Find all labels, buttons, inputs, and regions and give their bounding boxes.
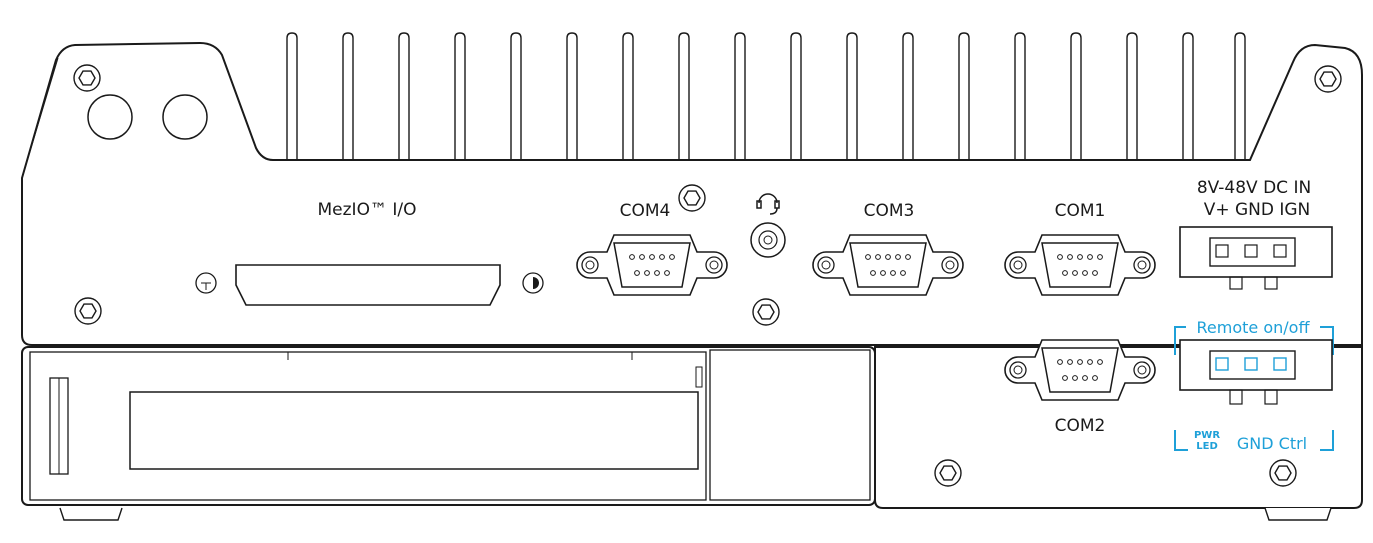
heatsink-fin [902,32,914,162]
remote-pwr-label: PWR [1194,430,1220,441]
heatsink-fin [790,32,802,162]
mezio-connector[interactable] [195,264,544,306]
heatsink-fin [398,32,410,162]
heatsink-fin [622,32,634,162]
antenna-hole-1 [87,94,133,140]
remote-pin-labels: GND Ctrl [1237,434,1307,453]
heatsink-fin [510,32,522,162]
com1-label: COM1 [1055,201,1106,221]
screw-icon [752,298,780,326]
expansion-bay [21,346,876,506]
heatsink-fin [1070,32,1082,162]
screw-icon [934,459,962,487]
heatsink-fin [1014,32,1026,162]
heatsink-fin [958,32,970,162]
chassis-feet [59,507,1332,521]
remote-on-off-bracket [1174,326,1334,451]
heatsink-fins [286,32,1246,162]
heatsink-fin [734,32,746,162]
heatsink-fin [454,32,466,162]
com3-label: COM3 [864,201,915,221]
heatsink-fin [1126,32,1138,162]
heatsink-fin [342,32,354,162]
audio-jack[interactable] [750,222,786,258]
com2-label: COM2 [1055,416,1106,436]
com4-label: COM4 [620,201,671,221]
screw-icon [74,297,102,325]
heatsink-fin [1182,32,1194,162]
mezio-label: MezIO™ I/O [318,200,417,220]
heatsink-fin [566,32,578,162]
dc-in-title: 8V-48V DC IN [1197,178,1311,198]
screw-icon [73,64,101,92]
screw-icon [1314,65,1342,93]
screw-icon [1269,459,1297,487]
antenna-hole-2 [162,94,208,140]
dc-in-terminal[interactable] [1179,226,1333,290]
remote-title: Remote on/off [1197,318,1311,337]
heatsink-fin [286,32,298,162]
lower-right-panel [874,346,1363,509]
remote-led-label: LED [1196,441,1218,452]
heatsink-fin [678,32,690,162]
com2-port[interactable] [1004,339,1156,401]
heatsink-fin [1234,32,1246,162]
headphone-icon [756,193,780,215]
remote-terminal[interactable] [1179,339,1333,405]
heatsink-fin [846,32,858,162]
screw-icon [678,184,706,212]
dc-in-pin-labels: V+ GND IGN [1204,200,1311,220]
